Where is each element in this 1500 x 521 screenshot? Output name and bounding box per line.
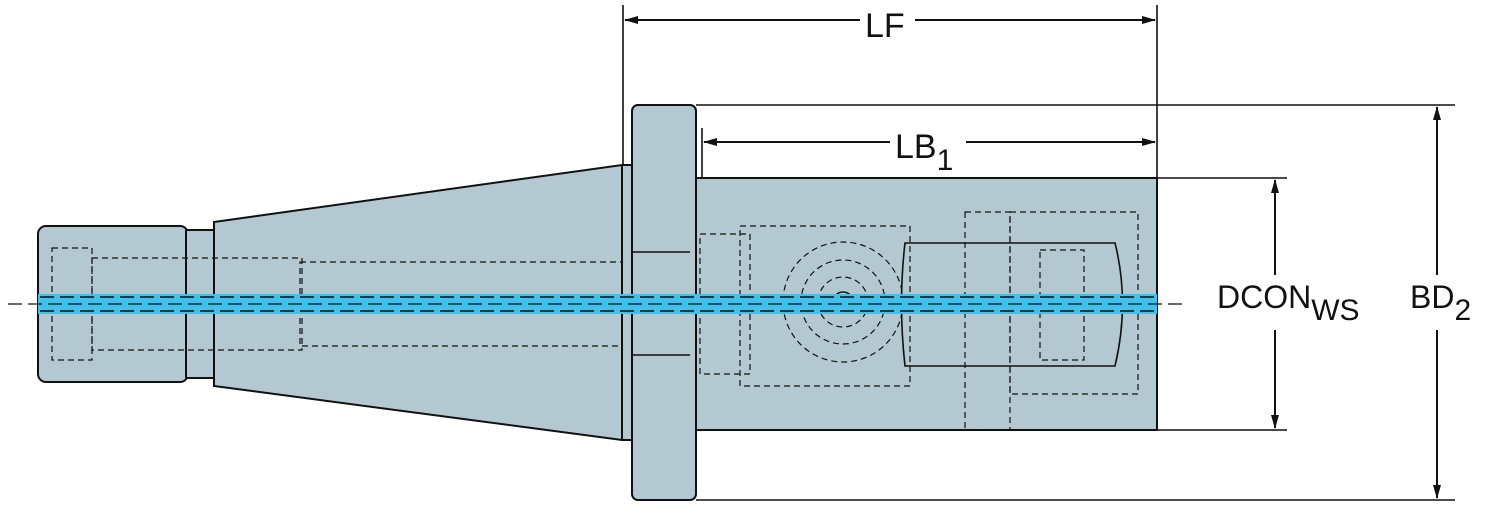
centerlines [8,296,1185,312]
lb1-label: LB1 [895,128,953,177]
dcon-label: DCONWS [1217,279,1360,327]
extension-lines [622,5,1455,501]
dimension-lines [624,16,1441,499]
bd2-label: BD2 [1410,279,1471,327]
lf-label: LF [865,7,905,45]
